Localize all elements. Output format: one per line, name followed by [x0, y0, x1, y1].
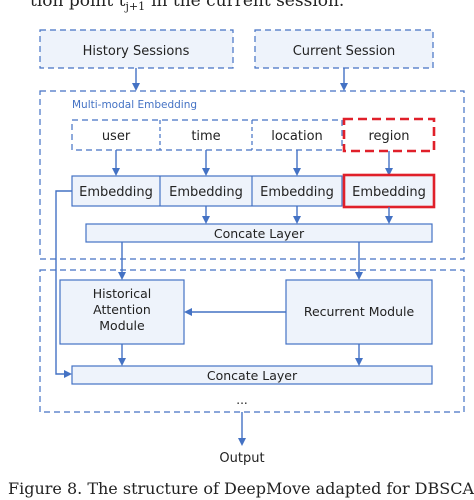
embedding-region: Embedding	[352, 185, 426, 200]
recurrent-module	[285, 279, 433, 345]
multimodal-embedding-group	[39, 90, 465, 260]
region-embedding-box	[342, 173, 436, 209]
output-label: Output	[219, 451, 264, 466]
features-box	[71, 119, 343, 151]
concat-layer-1-label: Concate Layer	[214, 226, 305, 241]
figure-caption: Figure 8. The structure of DeepMove adap…	[8, 479, 474, 498]
history-sessions-label: History Sessions	[83, 44, 190, 59]
feature-time: time	[191, 129, 220, 144]
current-session-box	[254, 29, 434, 69]
feature-region: region	[368, 129, 409, 144]
concat-layer-2-label: Concate Layer	[207, 368, 298, 383]
embedding-time: Embedding	[169, 185, 243, 200]
feature-location: location	[271, 129, 323, 144]
concat-layer-2	[71, 365, 433, 385]
current-session-label: Current Session	[293, 44, 396, 59]
historical-attention-line-1: Historical	[93, 286, 152, 301]
multimodal-embedding-title: Multi-modal Embedding	[72, 99, 197, 111]
feature-user: user	[102, 129, 131, 144]
region-feature-box	[342, 117, 436, 153]
model-group	[39, 269, 465, 413]
concat-layer-1	[85, 223, 433, 243]
historical-attention-line-3: Module	[99, 318, 145, 333]
history-sessions-box	[39, 29, 234, 69]
ellipsis: ...	[236, 393, 247, 407]
historical-attention-module	[59, 279, 185, 345]
embedding-row	[71, 175, 343, 207]
recurrent-module-label: Recurrent Module	[304, 304, 415, 319]
embedding-location: Embedding	[260, 185, 334, 200]
user-embedding-bypass	[55, 190, 72, 378]
embedding-user: Embedding	[79, 185, 153, 200]
historical-attention-line-2: Attention	[93, 302, 151, 317]
